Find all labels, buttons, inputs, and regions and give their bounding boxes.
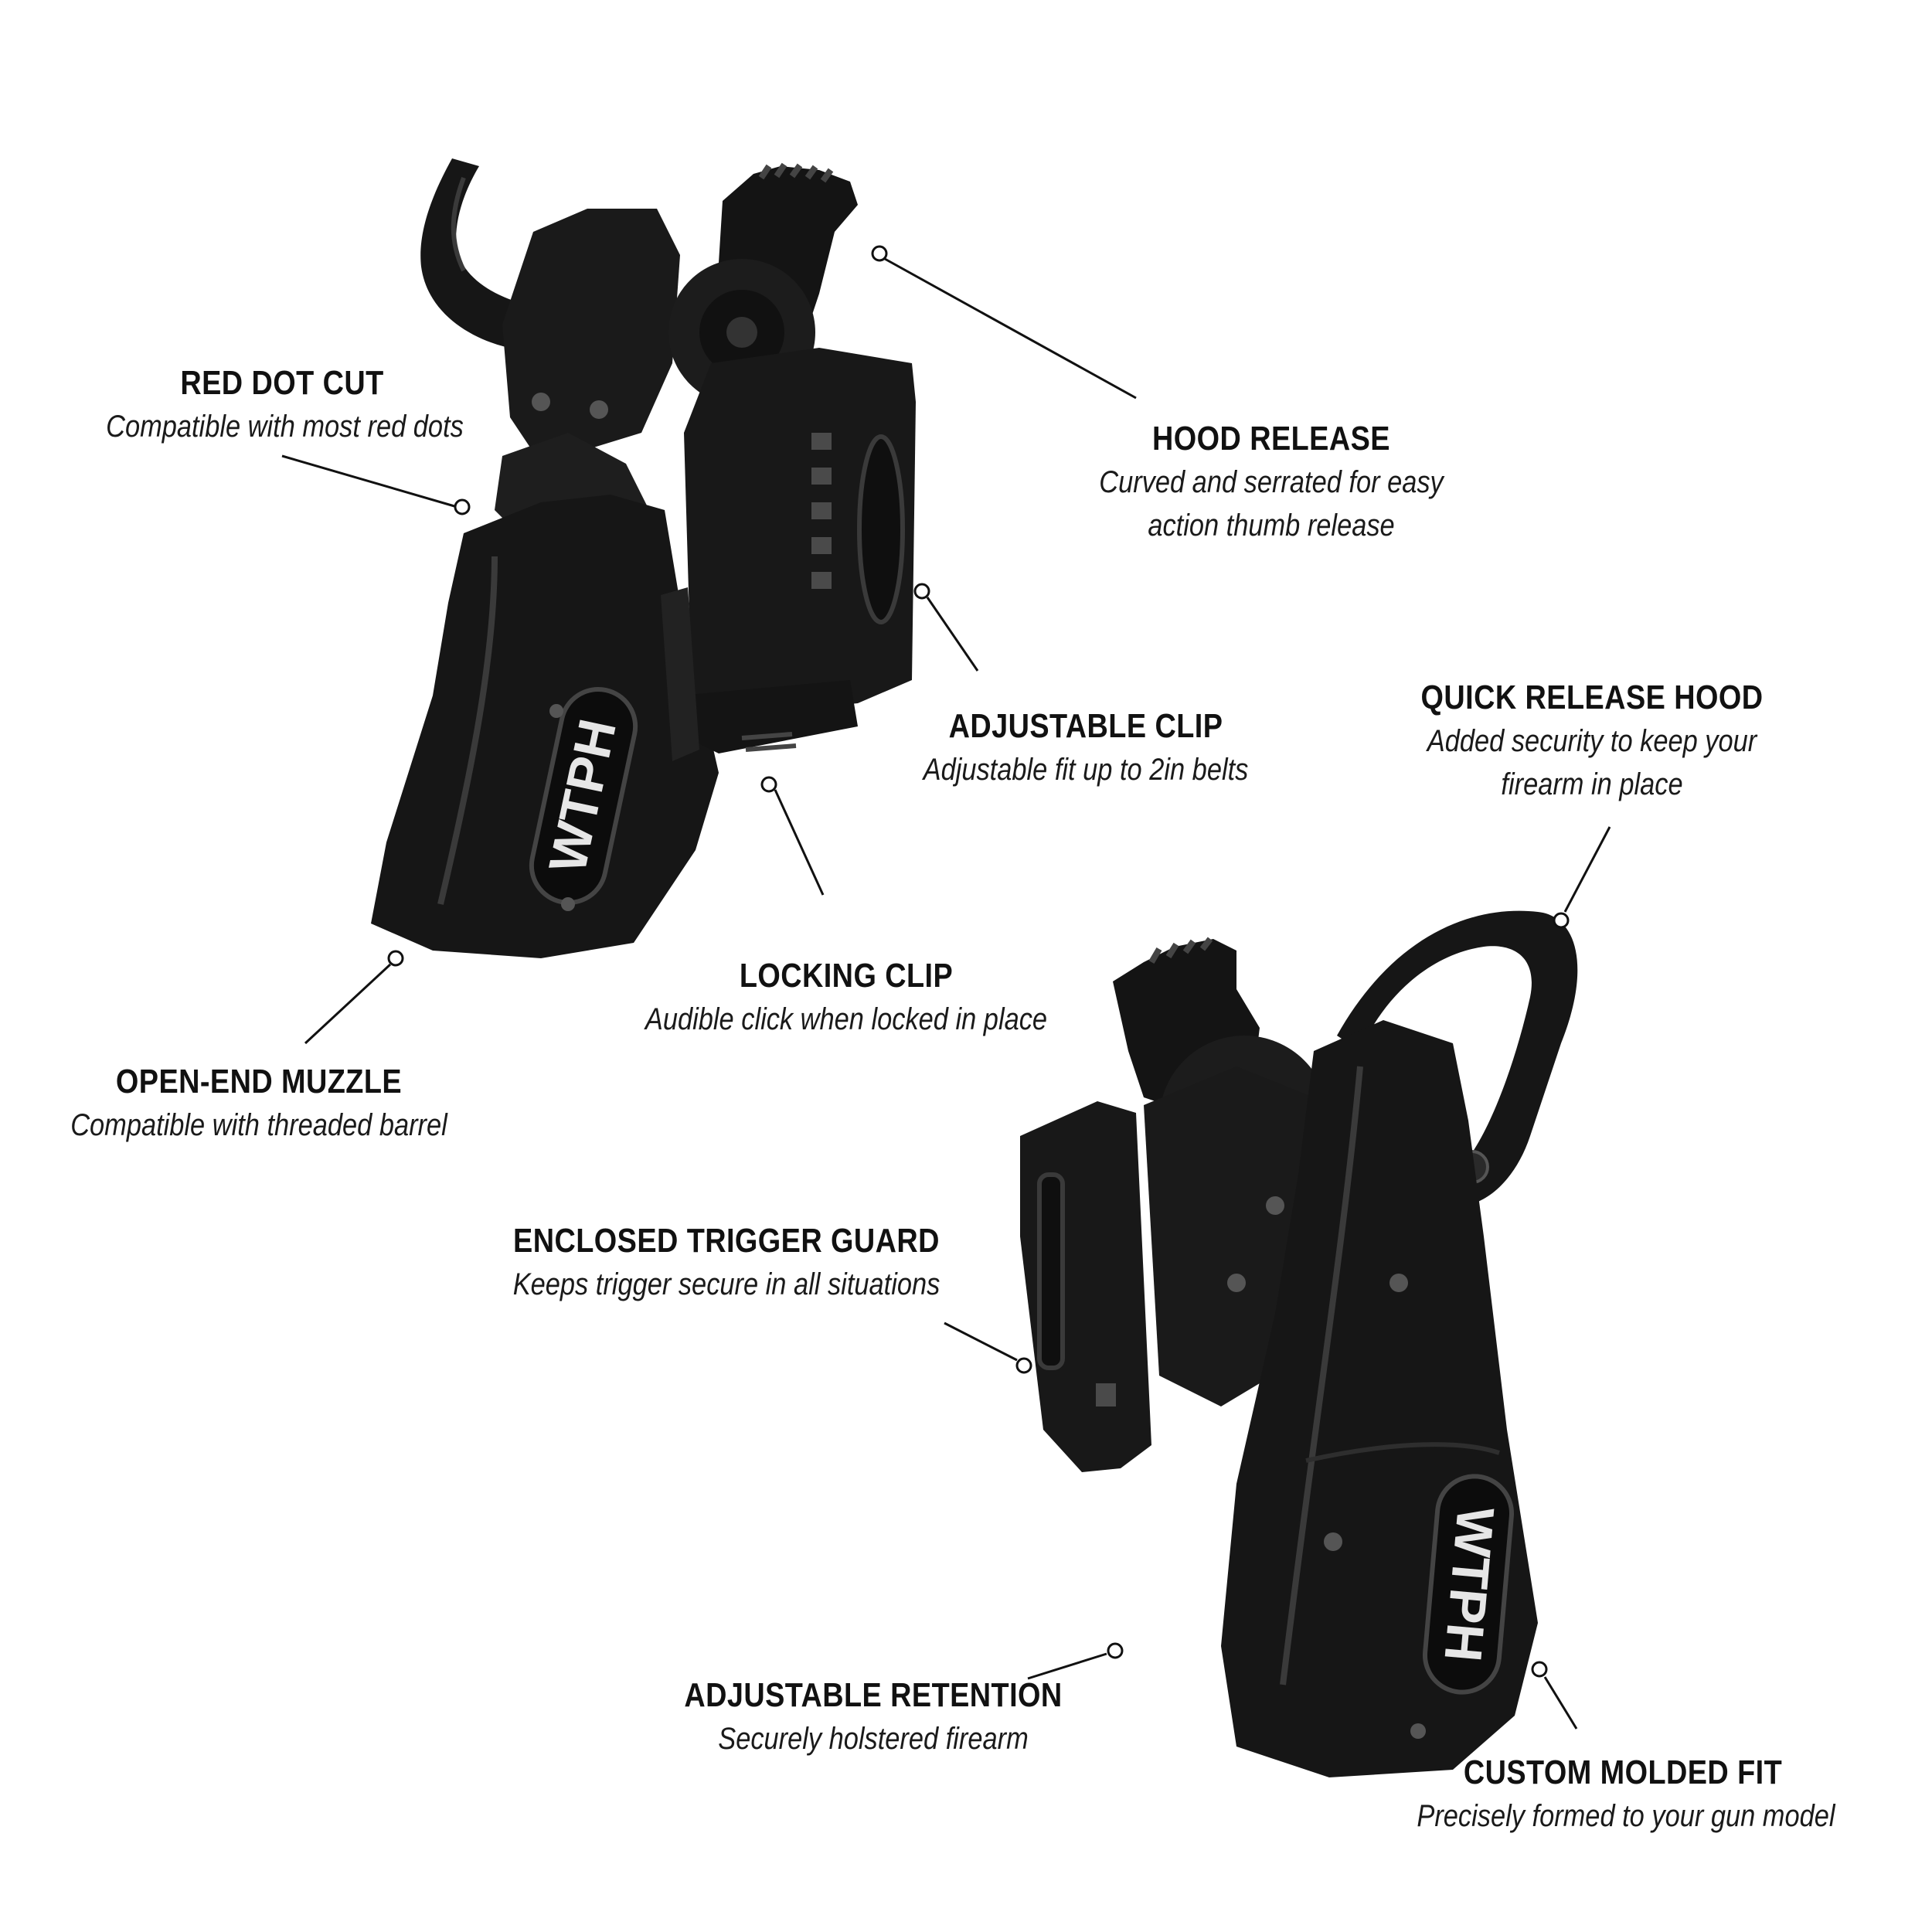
callout-desc: Adjustable fit up to 2in belts	[923, 753, 1249, 787]
leader-dot-red-dot-cut	[454, 498, 471, 515]
callout-title: RED DOT CUT	[180, 364, 384, 402]
callout-open-end-muzzle: OPEN-END MUZZLE Compatible with threaded…	[35, 1060, 483, 1147]
leader-dot-adjustable-retention	[1107, 1642, 1124, 1659]
callout-red-dot-cut: RED DOT CUT Compatible with most red dot…	[77, 362, 487, 448]
callout-desc: Precisely formed to your gun model	[1417, 1799, 1835, 1833]
leader-dot-hood-release	[871, 245, 888, 262]
callout-title: LOCKING CLIP	[739, 957, 954, 995]
callout-desc: Securely holstered firearm	[718, 1722, 1029, 1756]
callout-desc: Compatible with threaded barrel	[70, 1108, 447, 1142]
leader-lines	[281, 245, 1611, 1730]
callout-locking-clip: LOCKING CLIP Audible click when locked i…	[607, 954, 1086, 1041]
callout-title: CUSTOM MOLDED FIT	[1463, 1753, 1783, 1791]
callout-adjustable-retention: ADJUSTABLE RETENTION Securely holstered …	[649, 1674, 1097, 1760]
logo-wtph-rear: WTPH	[1433, 1505, 1505, 1664]
holster-rear-view: WTPH	[1020, 910, 1578, 1777]
holster-front-view: WTPH	[371, 158, 916, 958]
callout-desc: action thumb release	[1148, 509, 1395, 543]
callout-hood-release: HOOD RELEASE Curved and serrated for eas…	[1070, 417, 1472, 547]
callout-desc: firearm in place	[1501, 767, 1683, 801]
leader-dot-adjustable-clip	[913, 583, 930, 600]
callout-desc: Compatible with most red dots	[106, 410, 464, 444]
callout-desc: Keeps trigger secure in all situations	[512, 1267, 940, 1301]
callout-enclosed-trigger-guard: ENCLOSED TRIGGER GUARD Keeps trigger sec…	[471, 1219, 981, 1306]
callout-title: ADJUSTABLE RETENTION	[684, 1676, 1063, 1714]
leader-dot-quick-release-hood	[1553, 912, 1570, 929]
callout-adjustable-clip: ADJUSTABLE CLIP Adjustable fit up to 2in…	[881, 705, 1291, 791]
leader-dot-enclosed-trigger-guard	[1015, 1357, 1032, 1374]
locking-clip-latch	[680, 680, 858, 753]
leader-dot-open-end-muzzle	[387, 950, 404, 967]
callout-quick-release-hood: QUICK RELEASE HOOD Added security to kee…	[1391, 676, 1793, 806]
callout-title: HOOD RELEASE	[1152, 420, 1390, 457]
callout-title: ENCLOSED TRIGGER GUARD	[513, 1222, 940, 1260]
callout-title: QUICK RELEASE HOOD	[1420, 679, 1764, 716]
leader-dot-custom-molded-fit	[1531, 1661, 1548, 1678]
callout-desc: Curved and serrated for easy	[1099, 465, 1444, 499]
callout-title: ADJUSTABLE CLIP	[948, 707, 1223, 745]
belt-clip	[684, 348, 916, 715]
callout-desc: Added security to keep your	[1427, 724, 1757, 758]
hood-strap-rear	[1337, 910, 1578, 1206]
leader-dot-locking-clip	[760, 776, 777, 793]
callout-title: OPEN-END MUZZLE	[115, 1063, 403, 1100]
holster-body	[371, 495, 719, 958]
hood-body	[502, 209, 680, 464]
hood-strap	[420, 158, 611, 352]
callout-desc: Audible click when locked in place	[645, 1002, 1048, 1036]
callout-custom-molded-fit: CUSTOM MOLDED FIT Precisely formed to yo…	[1383, 1751, 1862, 1838]
